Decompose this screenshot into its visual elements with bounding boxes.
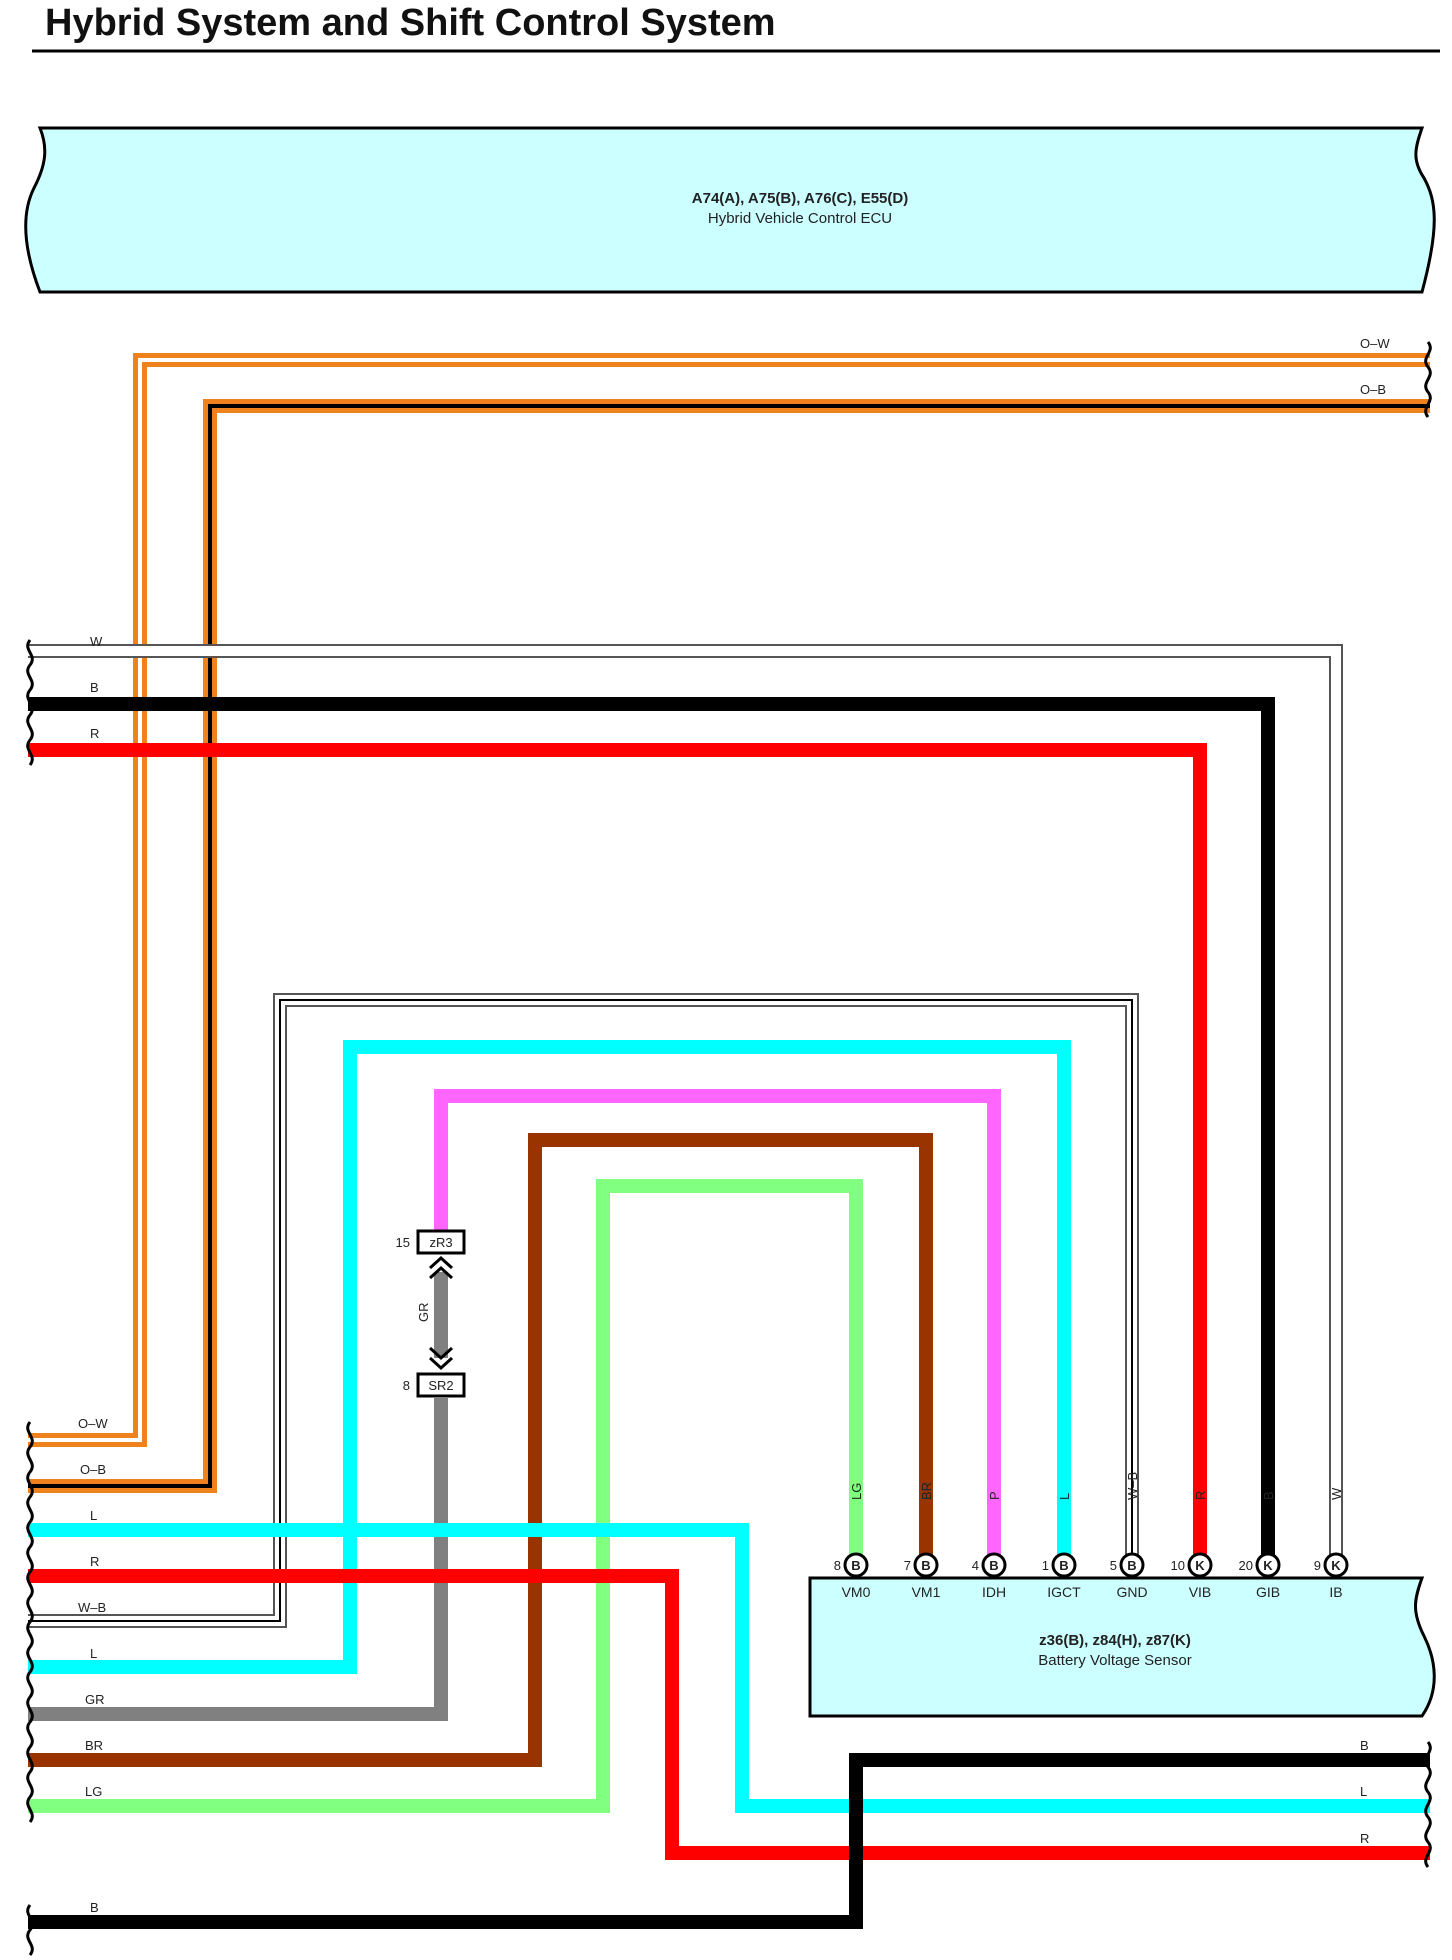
wire-label: R [90, 1554, 99, 1569]
sensor-pin-terminal [843, 1552, 869, 1578]
sensor-pin-wire-color: LG [849, 1483, 864, 1500]
sensor-pin-wire-color: W–B [1125, 1472, 1140, 1500]
wire-label: O–W [1360, 336, 1390, 351]
wire-label: LG [85, 1784, 102, 1799]
wire-label: W [90, 634, 103, 649]
sensor-pin-group: B8VM0LGB7VM1BRB4IDHPB1IGCTLB5GNDW–BK10VI… [834, 1472, 1349, 1600]
sensor-pin-wire-color: BR [919, 1482, 934, 1500]
sensor-pin-wire-color: W [1329, 1487, 1344, 1500]
sensor-pin-terminal [1051, 1552, 1077, 1578]
wire-label: L [90, 1646, 97, 1661]
wire-label: B [1360, 1738, 1369, 1753]
sensor-pin-name: GIB [1256, 1584, 1280, 1600]
wire-o-b [28, 399, 1430, 1493]
sensor-pin-conn: K [1331, 1558, 1341, 1573]
connector-wire-label: GR [416, 1303, 431, 1323]
connector-sr2-label: SR2 [428, 1378, 453, 1393]
sensor-pin-terminal [1187, 1552, 1213, 1578]
ecu-name: Hybrid Vehicle Control ECU [708, 210, 892, 227]
sensor-pin-conn: B [1127, 1558, 1136, 1573]
wire-o-w-stripe [28, 358, 1430, 1442]
sensor-pin-conn: B [1059, 1558, 1068, 1573]
connector-zr3-pin: 15 [396, 1235, 410, 1250]
wire-label: GR [85, 1692, 105, 1707]
wire-label-group: O–W O–B W B R O–W O–B L R W–B L GR BR LG… [78, 336, 1390, 1915]
wire-lg-vm0 [28, 1179, 863, 1813]
wire-p-idh [434, 1089, 1001, 1563]
connector-top-chevron [428, 1255, 454, 1280]
page-title: Hybrid System and Shift Control System [45, 2, 776, 44]
ecu-connectors: A74(A), A75(B), A76(C), E55(D) [692, 190, 908, 207]
sensor-pin-terminal [1323, 1552, 1349, 1578]
wire-br-vm1 [28, 1133, 933, 1767]
connector-zr3-box [416, 1229, 466, 1255]
connector-bottom-chevron [428, 1346, 454, 1371]
sensor-pin-number: 10 [1171, 1558, 1185, 1573]
sensor-pin-wire-color: R [1193, 1491, 1208, 1500]
wire-label: O–W [78, 1416, 108, 1431]
wire-r-upper [28, 743, 1207, 1563]
sensor-pin-number: 20 [1239, 1558, 1253, 1573]
sensor-pin-name: VM1 [912, 1584, 941, 1600]
wire-label: W–B [78, 1600, 106, 1615]
sensor-pin-number: 9 [1314, 1558, 1321, 1573]
sensor-pin-name: VIB [1189, 1584, 1212, 1600]
break-marks [26, 341, 1432, 1956]
wire-o-b-stripe [28, 404, 1430, 1488]
sensor-pin-name: VM0 [842, 1584, 871, 1600]
sensor-name: Battery Voltage Sensor [1038, 1652, 1191, 1669]
sensor-pin-name: IB [1329, 1584, 1342, 1600]
sensor-pin-name: GND [1116, 1584, 1147, 1600]
sensor-pin-terminal [1255, 1552, 1281, 1578]
sensor-pin-number: 4 [972, 1558, 979, 1573]
sensor-pin-conn: B [851, 1558, 860, 1573]
sensor-pin-name: IGCT [1047, 1584, 1081, 1600]
wire-w-b-stripe [28, 999, 1133, 1622]
sensor-pin-terminal [981, 1552, 1007, 1578]
wire-b-lower [28, 1753, 1430, 1929]
wire-o-w [28, 353, 1430, 1447]
sensor-pin-number: 8 [834, 1558, 841, 1573]
wire-label: B [90, 1900, 99, 1915]
junction-connector: zR3 15 GR SR2 8 [396, 1229, 466, 1398]
wire-label: L [90, 1508, 97, 1523]
wire-label: BR [85, 1738, 103, 1753]
wire-b-upper [28, 697, 1275, 1563]
wire-r-lower [28, 1569, 1430, 1860]
wire-label: R [1360, 1831, 1369, 1846]
wire-label: L [1360, 1784, 1367, 1799]
sensor-pin-conn: B [989, 1558, 998, 1573]
sensor-pin-number: 1 [1042, 1558, 1049, 1573]
wire-gr-lower [28, 1398, 448, 1721]
wire-label: B [90, 680, 99, 695]
connector-sr2-pin: 8 [403, 1378, 410, 1393]
wire-w [28, 644, 1343, 1563]
sensor-pin-conn: K [1195, 1558, 1205, 1573]
sensor-pin-wire-color: B [1261, 1491, 1276, 1500]
wire-group [28, 353, 1430, 1929]
sensor-pin-conn: B [921, 1558, 930, 1573]
connector-zr3-label: zR3 [429, 1235, 452, 1250]
sensor-box [808, 1576, 1436, 1718]
sensor-pin-wire-color: L [1057, 1493, 1072, 1500]
wire-w-core [28, 646, 1341, 1563]
wire-label: R [90, 726, 99, 741]
sensor-pin-terminal [913, 1552, 939, 1578]
sensor-pin-number: 5 [1110, 1558, 1117, 1573]
wire-label: O–B [80, 1462, 106, 1477]
sensor-pin-name: IDH [982, 1584, 1006, 1600]
ecu-box [24, 126, 1436, 294]
wire-label: O–B [1360, 382, 1386, 397]
sensor-pin-conn: K [1263, 1558, 1273, 1573]
sensor-connectors: z36(B), z84(H), z87(K) [1039, 1632, 1191, 1649]
connector-sr2-box [416, 1372, 466, 1398]
sensor-pin-terminal [1119, 1552, 1145, 1578]
sensor-pin-number: 7 [904, 1558, 911, 1573]
sensor-pin-wire-color: P [987, 1491, 1002, 1500]
wire-l-lower [28, 1523, 1430, 1813]
wire-l-igct [28, 1040, 1071, 1674]
